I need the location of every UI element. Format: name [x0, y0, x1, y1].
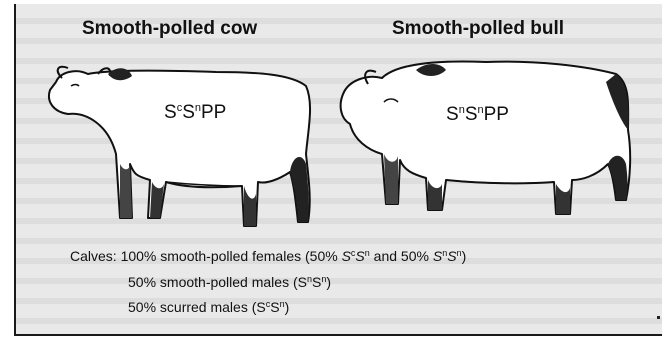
- calves-line-3: 50% scurred males (ScSn): [128, 299, 289, 315]
- calves-line-2: 50% smooth-polled males (SnSn): [128, 274, 331, 290]
- bull-title: Smooth-polled bull: [392, 18, 564, 40]
- figure-frame: Smooth-polled cow Smooth-polled bull ScS…: [14, 4, 662, 336]
- cow-title: Smooth-polled cow: [82, 18, 257, 40]
- cow-drawing: [49, 67, 310, 226]
- cattle-illustration: [16, 4, 662, 334]
- cow-genotype: ScSnPP: [164, 102, 226, 124]
- margin-mark: [657, 316, 660, 319]
- bull-genotype: SnSnPP: [446, 104, 509, 126]
- bull-drawing: [341, 62, 631, 214]
- calves-line-1: Calves: 100% smooth-polled females (50% …: [70, 248, 466, 264]
